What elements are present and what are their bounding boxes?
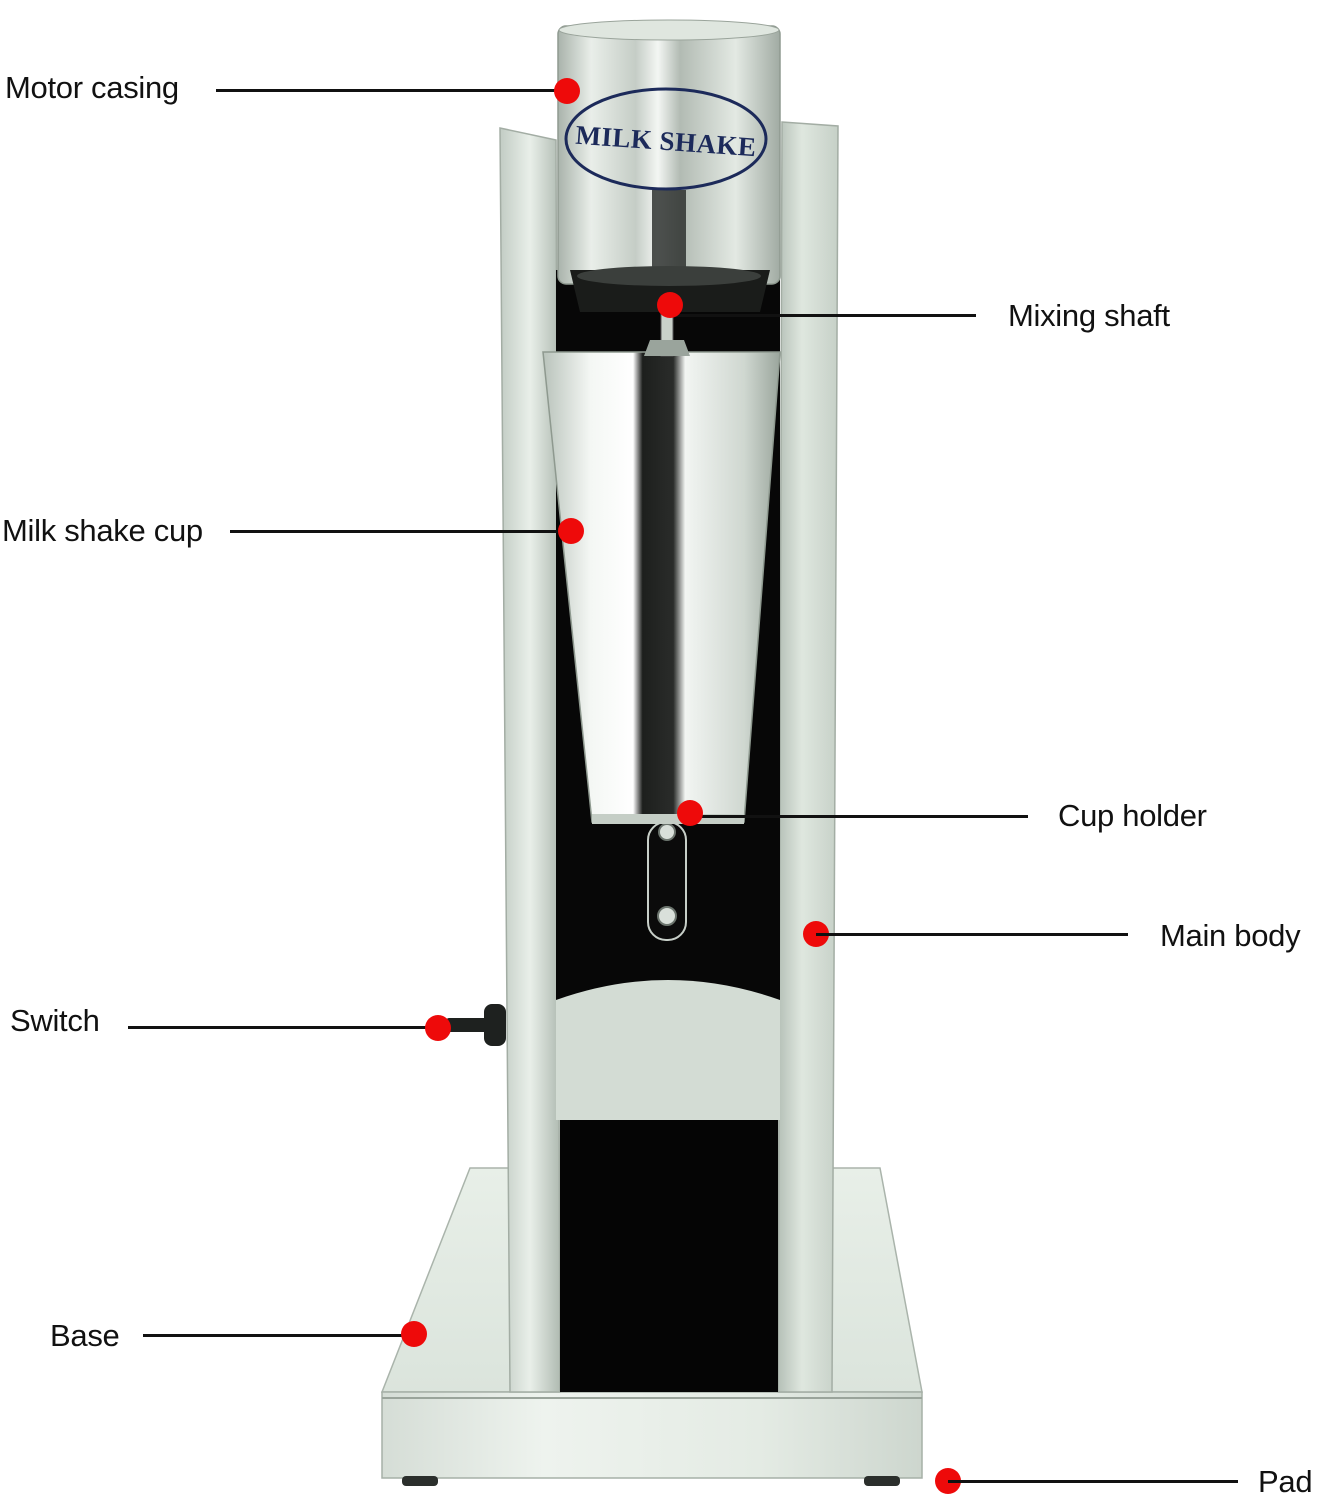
callout-label-cup-holder: Cup holder [1058,798,1207,833]
lower-panel [556,980,780,1120]
lower-black-panel [560,1120,778,1392]
pad-left [402,1476,438,1486]
pad-right [864,1476,900,1486]
casing-badge-oval [564,87,768,191]
callout-leader-cup-holder [690,815,1028,818]
callout-leader-switch [128,1026,438,1029]
switch-knob[interactable] [446,1018,490,1032]
callout-marker-switch-icon [425,1015,451,1041]
callout-marker-motor-casing-icon [554,78,580,104]
callout-label-main-body: Main body [1160,918,1301,953]
callout-marker-base-icon [401,1321,427,1347]
callout-label-mixing-shaft: Mixing shaft [1008,298,1170,333]
callout-label-switch: Switch [10,1003,100,1038]
callout-label-motor-casing: Motor casing [5,70,179,105]
switch-flange [484,1004,506,1046]
callout-leader-mixing-shaft [670,314,976,317]
callout-leader-main-body [816,933,1128,936]
pillar-right [777,121,839,1393]
callout-marker-cup-holder-icon [677,800,703,826]
pillar-left [499,127,561,1393]
callout-leader-milk-shake-cup [230,530,570,533]
callout-marker-mixing-shaft-icon [657,292,683,318]
callout-label-base: Base [50,1318,120,1353]
callout-label-pad: Pad [1258,1464,1313,1499]
callout-label-milk-shake-cup: Milk shake cup [2,513,203,548]
callout-leader-pad [948,1480,1238,1483]
callout-leader-motor-casing [216,89,566,92]
callout-leader-base [143,1334,413,1337]
callout-marker-milk-shake-cup-icon [558,518,584,544]
base-front [381,1391,923,1479]
